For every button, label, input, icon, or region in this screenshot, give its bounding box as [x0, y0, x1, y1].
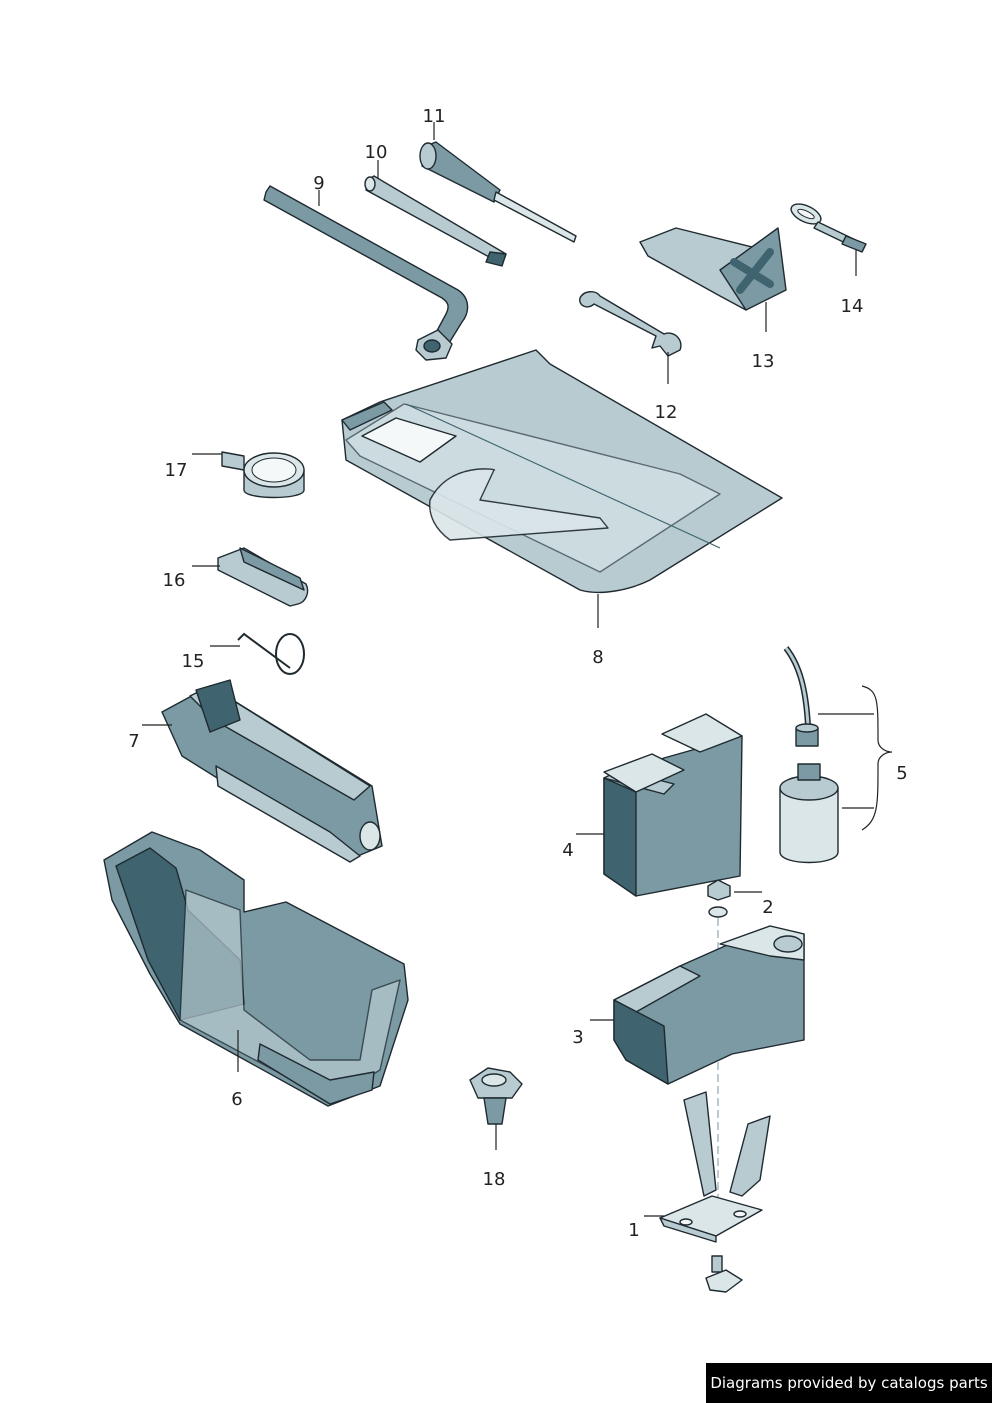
callout-label-10: 10: [365, 142, 388, 163]
callout-13: 13: [752, 302, 775, 372]
callout-14: 14: [841, 250, 864, 317]
part-11-screwdriver: [419, 141, 577, 243]
callout-6: 6: [231, 1030, 243, 1110]
callout-10: 10: [365, 142, 388, 178]
callout-label-3: 3: [572, 1027, 583, 1048]
part-3-storage-tray: [613, 925, 805, 1085]
callout-15: 15: [182, 645, 240, 672]
part-17-pressure-gauge: [221, 451, 305, 499]
part-4-foam-block: [603, 713, 743, 897]
callout-label-1: 1: [628, 1220, 639, 1241]
part-8-tool-pouch: [341, 349, 783, 594]
callout-18: 18: [483, 1124, 506, 1190]
callout-label-5: 5: [896, 763, 907, 784]
callout-8: 8: [592, 594, 604, 668]
part-18-knob: [469, 1067, 523, 1125]
callout-label-7: 7: [128, 731, 139, 752]
callout-label-13: 13: [752, 351, 775, 372]
callout-label-8: 8: [592, 647, 603, 668]
callout-label-4: 4: [562, 840, 573, 861]
callout-label-16: 16: [163, 570, 186, 591]
part-6-foam-tray: [103, 831, 409, 1107]
callout-label-12: 12: [655, 402, 678, 423]
callout-label-17: 17: [165, 460, 188, 481]
callout-9: 9: [313, 173, 325, 206]
part-14-towing-eye: [790, 203, 867, 253]
part-1-bracket: [659, 1091, 771, 1293]
part-12-spanner: [579, 291, 682, 357]
footer-credit: Diagrams provided by catalogs parts: [706, 1363, 992, 1403]
callout-11: 11: [423, 106, 446, 140]
callout-1: 1: [628, 1215, 664, 1241]
callout-label-15: 15: [182, 651, 205, 672]
part-2-nut: [707, 879, 731, 1200]
callout-2: 2: [734, 891, 774, 918]
callout-7: 7: [128, 724, 172, 752]
callout-4: 4: [562, 833, 604, 861]
part-7-jack: [161, 679, 383, 863]
part-9-wheel-wrench: [263, 185, 469, 361]
callout-12: 12: [655, 352, 678, 423]
part-13-wheel-chock: [639, 227, 787, 311]
callout-16: 16: [163, 565, 220, 591]
callout-17: 17: [165, 453, 222, 481]
callout-label-18: 18: [483, 1169, 506, 1190]
callout-5: 5: [818, 685, 908, 831]
callout-label-6: 6: [231, 1089, 242, 1110]
part-16-clip: [217, 547, 309, 607]
callout-label-14: 14: [841, 296, 864, 317]
callout-3: 3: [572, 1019, 614, 1048]
callout-label-11: 11: [423, 106, 446, 127]
callout-label-9: 9: [313, 173, 324, 194]
part-15-wire-hook: [237, 632, 305, 675]
part-10-extension-bar: [364, 175, 507, 267]
callout-label-2: 2: [762, 897, 773, 918]
part-5-bottle: [779, 646, 839, 864]
